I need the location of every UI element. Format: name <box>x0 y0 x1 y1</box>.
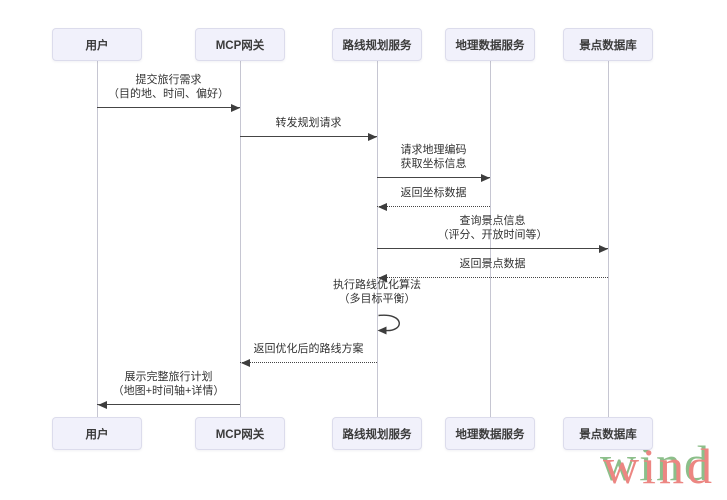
message-label-line: （目的地、时间、偏好） <box>108 88 229 100</box>
message-label-4: 查询景点信息 （评分、开放时间等） <box>438 214 548 242</box>
lifeline-user <box>97 61 98 417</box>
message-line-4 <box>377 248 608 249</box>
message-line-1 <box>240 136 377 137</box>
message-label-line: 执行路线优化算法 <box>333 279 421 291</box>
message-label-line: 获取坐标信息 <box>400 158 467 170</box>
actor-box-user-bottom: 用户 <box>52 417 142 450</box>
message-label-5: 返回景点数据 <box>460 257 526 271</box>
actor-box-mcp-bottom: MCP网关 <box>195 417 285 450</box>
message-label-line: 返回景点数据 <box>459 258 526 270</box>
self-loop <box>377 312 411 341</box>
message-label-2: 请求地理编码获取坐标信息 <box>401 143 467 171</box>
message-label-line: （评分、开放时间等） <box>437 229 548 241</box>
message-line-0 <box>97 107 240 108</box>
self-loop-arrow <box>377 314 400 335</box>
message-label-8: 展示完整旅行计划 （地图+时间轴+详情） <box>113 370 225 398</box>
message-label-line: 返回坐标数据 <box>400 187 467 199</box>
message-label-line: （多目标平衡） <box>338 293 416 305</box>
message-label-6: 执行路线优化算法 （多目标平衡） <box>333 278 421 306</box>
actor-box-geo-top: 地理数据服务 <box>445 28 535 61</box>
message-arrowhead-1 <box>368 132 377 141</box>
message-arrowhead-2 <box>481 173 490 182</box>
message-arrowhead-5 <box>378 273 387 282</box>
actor-box-poi-bottom: 景点数据库 <box>563 417 653 450</box>
lifeline-poi <box>608 61 609 417</box>
message-arrowhead-7 <box>241 358 250 367</box>
message-label-line: 返回优化后的路线方案 <box>253 343 364 355</box>
lifeline-geo <box>490 61 491 417</box>
message-label-3: 返回坐标数据 <box>401 186 467 200</box>
lifeline-route <box>377 61 378 417</box>
actor-box-mcp-top: MCP网关 <box>195 28 285 61</box>
actor-box-geo-bottom: 地理数据服务 <box>445 417 535 450</box>
message-arrowhead-3 <box>378 202 387 211</box>
message-label-1: 转发规划请求 <box>276 116 342 130</box>
message-label-line: 查询景点信息 <box>459 215 526 227</box>
actor-box-route-top: 路线规划服务 <box>332 28 422 61</box>
message-arrowhead-8 <box>98 400 107 409</box>
message-arrowhead-0 <box>231 103 240 112</box>
message-line-8 <box>97 404 240 405</box>
actor-box-route-bottom: 路线规划服务 <box>332 417 422 450</box>
message-label-0: 提交旅行需求 （目的地、时间、偏好） <box>108 73 229 101</box>
message-label-line: 提交旅行需求 <box>135 74 202 86</box>
message-label-7: 返回优化后的路线方案 <box>254 342 364 356</box>
message-line-5 <box>377 277 608 278</box>
message-arrowhead-4 <box>599 244 608 253</box>
actor-box-poi-top: 景点数据库 <box>563 28 653 61</box>
message-label-line: 请求地理编码 <box>400 144 467 156</box>
actor-box-user-top: 用户 <box>52 28 142 61</box>
message-line-7 <box>240 362 377 363</box>
message-label-line: 展示完整旅行计划 <box>124 371 213 383</box>
message-line-3 <box>377 206 490 207</box>
lifeline-mcp <box>240 61 241 417</box>
message-label-line: 转发规划请求 <box>275 117 342 129</box>
message-line-2 <box>377 177 490 178</box>
message-label-line: （地图+时间轴+详情） <box>112 385 225 397</box>
